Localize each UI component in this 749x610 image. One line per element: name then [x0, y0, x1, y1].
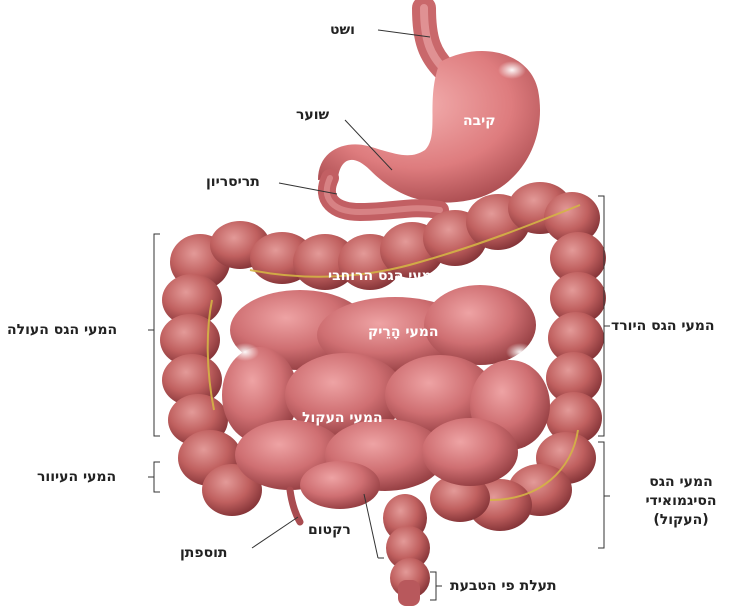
label-appendix: תוספתן: [180, 545, 227, 562]
label-jejunum: המעי הָרֵיק: [368, 324, 439, 341]
label-ileum: המעי העקול: [302, 410, 383, 427]
rectum-shape: [383, 494, 430, 606]
label-sigmoid-line2: הסיגמואידי: [626, 492, 736, 511]
label-esophagus: ושט: [330, 22, 355, 39]
label-duodenum: תריסריון: [206, 174, 260, 191]
label-stomach: קיבה: [463, 113, 496, 130]
label-cecum: המעי העיוור: [37, 469, 116, 486]
small-intestine: [222, 285, 550, 509]
label-pylorus: שוער: [296, 107, 329, 124]
label-anal-canal: תעלת פי הטבעת: [450, 578, 557, 595]
label-sigmoid-line1: המעי הגס: [626, 473, 736, 492]
label-descending-colon: המעי הגס היורד: [611, 318, 715, 335]
label-sigmoid-colon: המעי הגס הסיגמואידי (העקול): [626, 473, 736, 530]
label-ascending-colon: המעי הגס העולה: [7, 322, 117, 339]
label-transverse-colon: המעי הגס הרוחבי: [328, 268, 441, 285]
label-rectum: רקטום: [308, 522, 351, 539]
appendix-shape: [290, 490, 300, 522]
label-sigmoid-line3: (העקול): [626, 511, 736, 530]
